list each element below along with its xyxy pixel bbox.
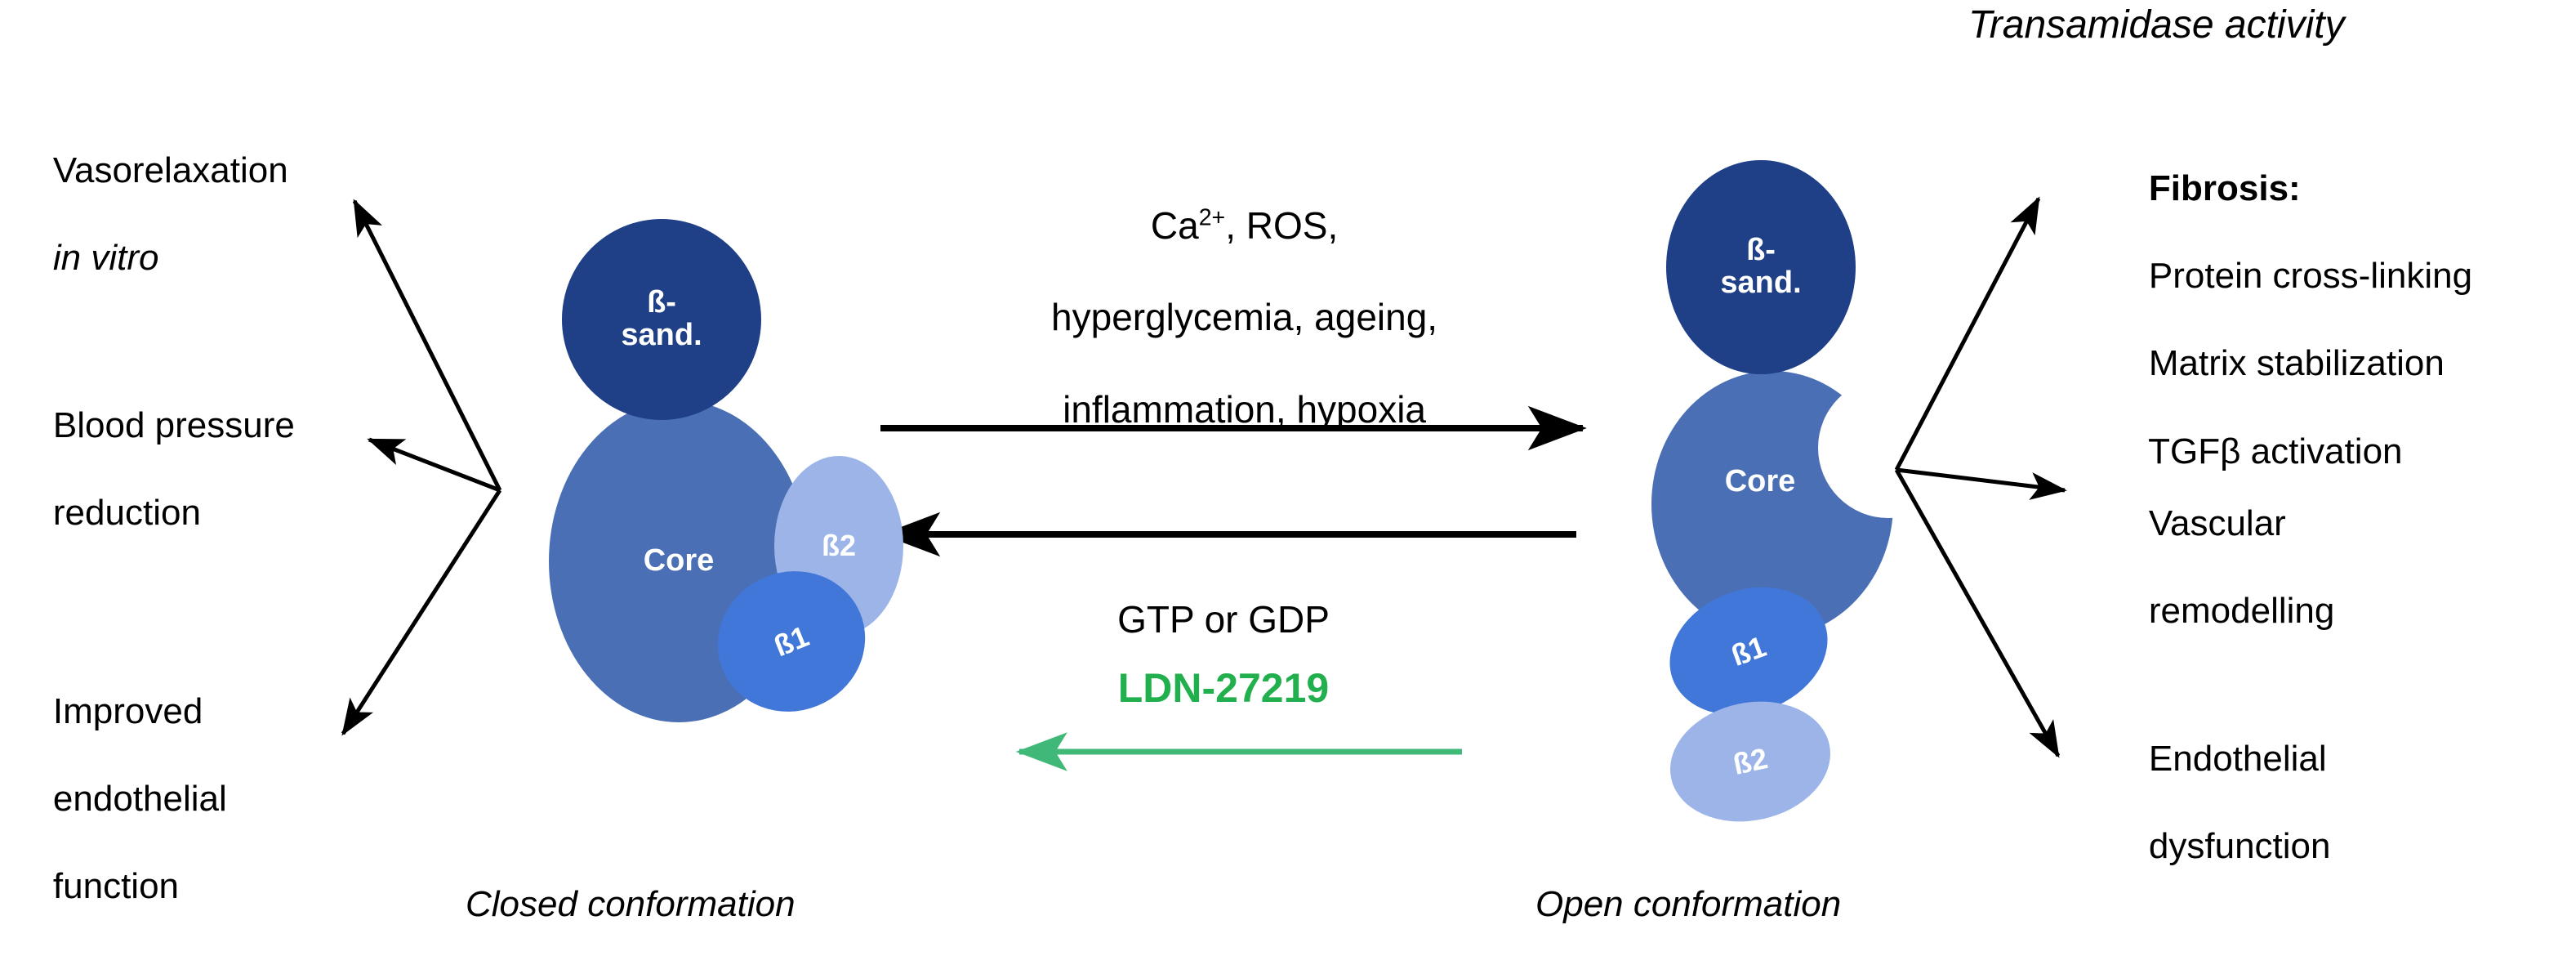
endothelial-function-line2: endothelial [52, 779, 227, 820]
arrow-to-vasorelaxation [352, 199, 502, 492]
open-beta-sandwich-label: ß-sand. [1720, 233, 1802, 300]
reverse-reaction-label: GTP or GDP [1117, 598, 1330, 641]
open-beta1-label: ß1 [1727, 629, 1771, 673]
open-core-label-wrap: Core [1650, 458, 1870, 507]
arrow-to-blood-pressure [367, 437, 501, 493]
endothelial-function-line1: Improved [52, 690, 203, 731]
fibrosis-heading: Fibrosis: [2148, 168, 2301, 208]
blood-pressure-line1: Blood pressure [52, 404, 295, 445]
closed-beta2-label: ß2 [821, 529, 856, 563]
closed-conformation-caption: Closed conformation [466, 884, 796, 924]
right-effect-vascular-remodelling: Vascular remodelling [2109, 458, 2334, 677]
page-title: Transamidase activity [1968, 3, 2345, 47]
vasorelaxation-line1: Vasorelaxation [52, 150, 288, 190]
open-beta2-label: ß2 [1730, 741, 1771, 782]
endothelial-dysfunction-line2: dysfunction [2148, 826, 2331, 867]
open-conformation-caption: Open conformation [1535, 884, 1842, 924]
open-core-label: Core [1724, 464, 1796, 499]
left-effect-endothelial-function: Improved endothelial function [13, 646, 227, 953]
vascular-remodelling-line2: remodelling [2148, 591, 2335, 632]
fibrosis-line3: TGFβ activation [2148, 431, 2403, 471]
open-beta2-blob: ß2 [1659, 686, 1842, 837]
closed-beta-sandwich-blob: ß-sand. [562, 219, 761, 420]
vasorelaxation-line2: in vitro [52, 238, 159, 279]
arrow-to-endothelial-dysfunction [1894, 468, 2061, 758]
center-stimuli-text: Ca2+, ROS, hyperglycemia, ageing, inflam… [921, 157, 1526, 478]
closed-beta-sandwich-label: ß-sand. [621, 285, 702, 352]
stimuli-line1: Ca2+, ROS, [1150, 204, 1339, 248]
right-effect-fibrosis: Fibrosis: Protein cross-linking Matrix s… [2109, 123, 2472, 517]
fibrosis-line2: Matrix stabilization [2148, 343, 2445, 384]
left-effect-vasorelaxation: Vasorelaxation in vitro [13, 105, 288, 324]
closed-core-label: Core [643, 543, 715, 579]
open-beta-sandwich-blob: ß-sand. [1666, 160, 1856, 374]
fibrosis-line1: Protein cross-linking [2148, 256, 2473, 297]
endothelial-function-line3: function [52, 866, 180, 907]
endothelial-dysfunction-line1: Endothelial [2148, 738, 2327, 779]
closed-beta1-label: ß1 [769, 619, 813, 663]
left-effect-blood-pressure: Blood pressure reduction [13, 360, 295, 579]
arrow-to-endothelial-function [341, 489, 502, 736]
arrow-to-fibrosis [1894, 196, 2041, 471]
vascular-remodelling-line1: Vascular [2148, 503, 2286, 543]
inhibitor-label: LDN-27219 [1117, 665, 1330, 711]
stimuli-line2: hyperglycemia, ageing, [1051, 296, 1438, 339]
stimuli-line3: inflammation, hypoxia [1063, 387, 1426, 431]
blood-pressure-line2: reduction [52, 493, 201, 534]
arrow-to-vascular-remodelling [1896, 467, 2067, 500]
right-effect-endothelial-dysfunction: Endothelial dysfunction [2109, 693, 2331, 912]
